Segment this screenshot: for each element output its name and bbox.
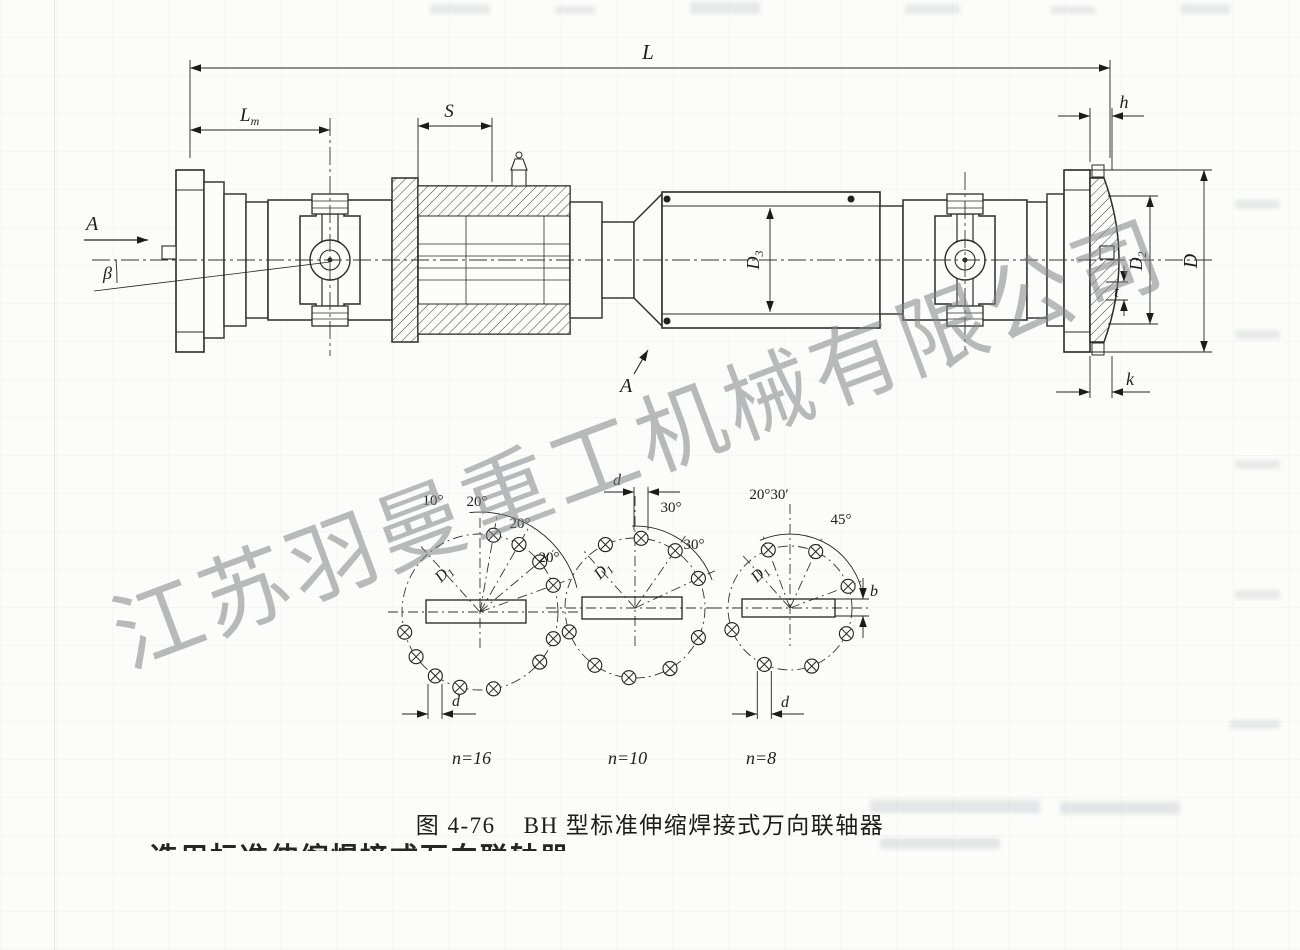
hole-count-label: n=8 (746, 748, 776, 768)
ghost-text-artifact (1235, 200, 1280, 209)
hole-diameter-label: d (613, 472, 622, 489)
clipped-bottom-text: 选用标准伸缩焊接式万向联轴器 (150, 836, 590, 851)
ghost-text-artifact (905, 4, 960, 14)
angle-label: 30° (684, 537, 705, 553)
dimension-lines (84, 60, 1212, 398)
ghost-text-artifact (1235, 460, 1280, 469)
dim-label-D: D (1180, 253, 1202, 269)
dim-label-D2: D2 (1126, 252, 1149, 272)
ghost-text-artifact (1060, 802, 1180, 814)
bolt-pattern-n10: d 30° 30° D1 n=10 (546, 472, 724, 768)
bolt-pattern-n8: 20°30′ 45° D1 d b n=8 (712, 487, 878, 768)
dim-label-L: L (641, 40, 654, 64)
dim-label-S: S (444, 101, 454, 122)
hole-diameter-label: d (452, 693, 461, 710)
hole-count-label: n=16 (452, 748, 491, 768)
main-assembly-view: L Lm S h D D2 D3 t k A β A (84, 40, 1214, 398)
angle-label: 20° (539, 550, 560, 566)
splined-sleeve (391, 151, 603, 343)
section-label: A (618, 375, 633, 397)
right-flange (1026, 164, 1120, 356)
ghost-text-artifact (880, 838, 1000, 849)
bolt-circle-diameter-label: D1 (747, 562, 774, 589)
left-flange (161, 169, 269, 353)
angle-label: 20°30′ (749, 487, 788, 503)
dim-label-t: t (1114, 282, 1120, 301)
figure-title: BH 型标准伸缩焊接式万向联轴器 (523, 813, 885, 838)
ghost-text-artifact (1235, 590, 1280, 599)
ghost-text-artifact (555, 6, 595, 14)
ghost-text-artifact (870, 800, 1040, 813)
hole-count-label: n=10 (608, 748, 647, 768)
centerlines (92, 118, 1214, 356)
ghost-text-artifact (690, 2, 760, 14)
angle-label: 30° (661, 500, 682, 516)
view-arrow-label: A (84, 213, 99, 235)
angle-label: 45° (831, 512, 852, 528)
angle-label: 20° (510, 516, 531, 532)
key-width-label: b (870, 583, 878, 600)
dim-label-h: h (1120, 92, 1129, 112)
ghost-text-artifact (1050, 6, 1095, 14)
scan-edge-line (54, 0, 55, 950)
ghost-text-artifact (1180, 4, 1230, 14)
beta-angle-label: β (102, 263, 112, 283)
angle-label: 20° (467, 494, 488, 510)
ghost-text-artifact (430, 4, 490, 14)
dim-label-k: k (1126, 369, 1135, 389)
ghost-text-artifact (1235, 330, 1280, 339)
ghost-text-artifact (1230, 720, 1280, 729)
dim-label-D3: D3 (743, 251, 766, 271)
figure-number: 图 4-76 (415, 813, 496, 838)
angle-label: 10° (423, 493, 444, 509)
dim-label-Lm: Lm (239, 105, 260, 128)
figure-caption: 图 4-76 BH 型标准伸缩焊接式万向联轴器 (0, 806, 1300, 840)
hole-diameter-label: d (781, 694, 790, 711)
